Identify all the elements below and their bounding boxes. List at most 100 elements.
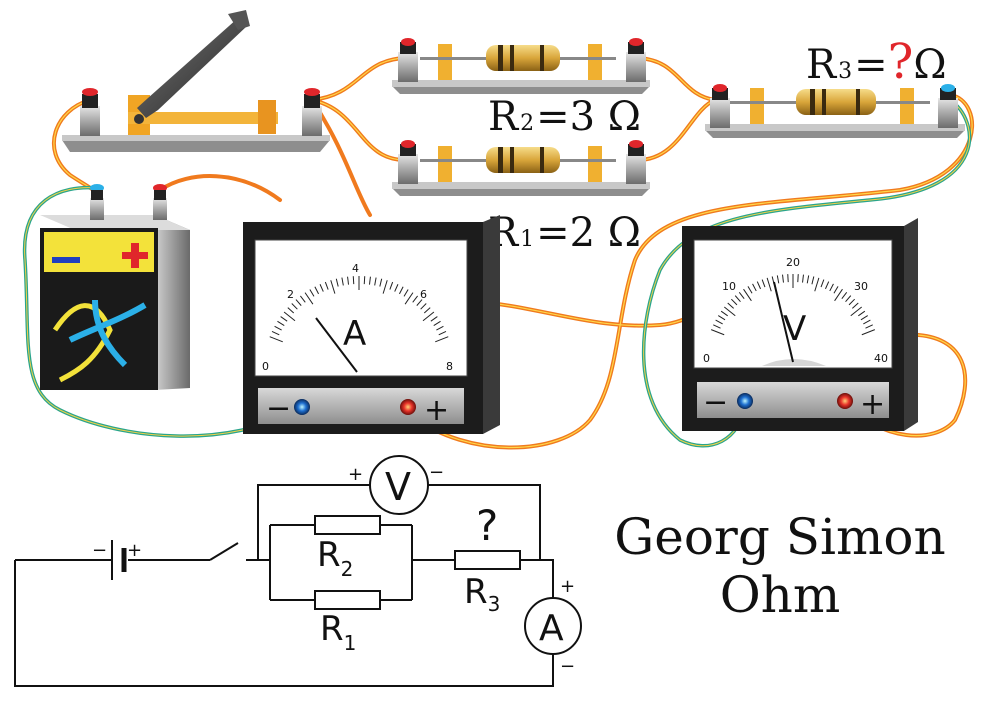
scale-tick <box>271 330 280 336</box>
battery <box>40 184 190 390</box>
schematic-r2-label: R2 <box>317 535 353 581</box>
ammeter-tick-label-6: 6 <box>420 288 427 301</box>
r1-value-label: R1=2 Ω <box>488 210 641 256</box>
battery-terminal-plus <box>153 184 167 220</box>
ammeter-tick-label-8: 8 <box>446 360 453 373</box>
ammeter-minus-sign: − <box>266 391 291 426</box>
scale-tick <box>304 292 314 305</box>
scale-tick <box>715 319 723 325</box>
scale-tick <box>280 316 288 322</box>
schematic-ammeter-minus: − <box>560 656 575 677</box>
scale-tick <box>433 320 441 326</box>
schematic-voltmeter-symbol <box>369 455 429 515</box>
scale-tick <box>761 279 766 288</box>
wires <box>22 56 974 450</box>
circuit-schematic <box>14 455 582 687</box>
scale-tick <box>403 289 409 297</box>
scale-tick <box>820 279 825 288</box>
scale-tick <box>841 291 848 299</box>
title-georg-simon-ohm: Georg Simon Ohm <box>560 508 1000 624</box>
schematic-voltmeter-minus: − <box>429 462 444 483</box>
schematic-battery-minus: − <box>92 540 107 561</box>
scale-tick <box>776 275 780 284</box>
scale-tick <box>861 329 876 336</box>
scale-tick <box>374 277 377 286</box>
title-line-2: Ohm <box>719 566 841 624</box>
ammeter-plus-sign: + <box>424 393 449 428</box>
scale-tick <box>438 330 447 336</box>
scale-tick <box>382 280 388 294</box>
ammeter-minus-terminal <box>294 399 310 415</box>
scale-tick <box>825 281 830 290</box>
switch-terminal-left <box>80 88 100 136</box>
scale-tick <box>865 324 873 329</box>
voltmeter-tick-label-40: 40 <box>874 352 888 365</box>
r2-value-label: R2=3 Ω <box>488 94 641 140</box>
scale-tick <box>416 299 423 306</box>
schematic-labels: − + V + − R2 R1 R3 ? A + − <box>92 462 575 677</box>
scale-tick <box>738 291 745 299</box>
scale-tick <box>347 276 350 285</box>
ammeter-needle <box>315 317 358 373</box>
scale-tick <box>324 281 329 290</box>
scale-tick <box>379 278 383 287</box>
scale-tick <box>335 278 339 287</box>
scale-tick <box>287 307 295 314</box>
schematic-battery-plus: + <box>127 540 142 561</box>
scale-tick <box>850 306 862 317</box>
schematic-resistor-r2 <box>314 515 381 535</box>
ammeter-tick-label-0: 0 <box>262 360 269 373</box>
scale-tick <box>291 303 298 310</box>
scale-tick <box>860 315 869 321</box>
scale-tick <box>330 280 336 294</box>
schematic-r3-label: R3 <box>464 572 500 616</box>
scale-tick <box>734 295 741 302</box>
voltmeter-tick-label-0: 0 <box>703 352 710 365</box>
scale-tick <box>766 277 772 292</box>
scale-tick <box>852 302 859 309</box>
voltmeter-tick-label-10: 10 <box>722 280 736 293</box>
schematic-voltmeter-plus: + <box>348 464 363 485</box>
schematic-return-wire <box>14 560 554 687</box>
scale-tick <box>314 286 320 295</box>
resistor-r2-board <box>392 38 650 94</box>
scale-tick <box>309 289 315 297</box>
scale-tick <box>802 274 804 283</box>
scale-tick <box>398 286 404 295</box>
scale-tick <box>423 307 431 314</box>
scale-tick <box>422 311 435 322</box>
scale-tick <box>829 283 834 292</box>
scale-tick <box>717 315 726 321</box>
switch-terminal-right <box>302 88 322 136</box>
scale-tick <box>727 302 734 309</box>
schematic-voltmeter-letter: V <box>385 465 411 509</box>
scale-tick <box>858 310 866 317</box>
scale-tick <box>277 320 285 326</box>
scale-tick <box>863 319 871 325</box>
scale-tick <box>782 274 784 283</box>
battery-terminal-minus <box>90 184 104 220</box>
scale-tick <box>368 276 371 285</box>
scale-tick <box>747 286 753 294</box>
scale-tick <box>389 281 394 290</box>
ammeter-scale-ticks <box>269 276 449 343</box>
scale-tick <box>848 298 855 306</box>
voltmeter-needle <box>773 281 794 363</box>
title-line-1: Georg Simon <box>614 508 946 566</box>
ammeter: 0 2 4 6 8 A − + <box>243 215 500 434</box>
scale-tick <box>283 311 296 322</box>
schematic-r3-question: ? <box>476 501 498 550</box>
voltmeter-unit-label: V <box>783 309 806 349</box>
scale-tick <box>319 284 324 292</box>
schematic-ammeter-plus: + <box>560 576 575 597</box>
voltmeter-minus-sign: − <box>703 385 728 420</box>
ammeter-plus-terminal <box>400 399 416 415</box>
voltmeter-tick-label-20: 20 <box>786 256 800 269</box>
scale-tick <box>300 295 306 303</box>
scale-tick <box>724 306 736 317</box>
scale-tick <box>713 324 721 329</box>
voltmeter-plus-terminal <box>837 393 853 409</box>
scale-tick <box>341 277 344 286</box>
ammeter-unit-label: A <box>343 314 366 354</box>
